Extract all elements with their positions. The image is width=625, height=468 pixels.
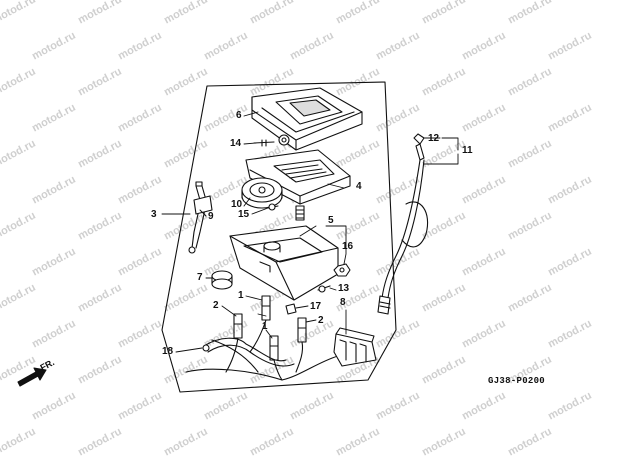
- wire-harness: [185, 319, 339, 381]
- callout-1a: 1: [238, 290, 244, 301]
- callout-10: 10: [231, 199, 243, 210]
- callout-16: 16: [342, 241, 354, 252]
- small-screw: [267, 203, 279, 211]
- diagram-code: GJ38-P0200: [488, 376, 546, 386]
- nut: [333, 263, 351, 277]
- callout-8: 8: [340, 297, 346, 308]
- speedometer-unit: [241, 177, 283, 209]
- leader-lines: [161, 111, 459, 353]
- callout-6: 6: [236, 110, 242, 121]
- callout-3: 3: [151, 209, 157, 220]
- callout-13: 13: [338, 283, 350, 294]
- callout-5: 5: [328, 215, 334, 226]
- fr-arrow: [17, 367, 47, 387]
- callout-9: 9: [208, 211, 214, 222]
- housing-screw: [317, 285, 331, 293]
- speedometer-cable: [377, 133, 428, 315]
- callout-15: 15: [238, 209, 250, 220]
- callout-12: 12: [428, 133, 440, 144]
- callout-14: 14: [230, 138, 242, 149]
- callout-2b: 2: [318, 315, 324, 326]
- grommet: [211, 270, 233, 290]
- meter-panel: [245, 149, 351, 205]
- callout-2a: 2: [213, 300, 219, 311]
- connector-block: [333, 327, 377, 367]
- indicator-harness: [188, 181, 213, 254]
- assembly-boundary: [161, 81, 397, 393]
- panel-spring-bolt: [295, 205, 305, 221]
- callout-18: 18: [162, 346, 174, 357]
- clip: [285, 303, 297, 315]
- meter-housing: [229, 225, 339, 301]
- case-screw: [253, 134, 290, 147]
- callout-17: 17: [310, 301, 322, 312]
- callout-11: 11: [462, 145, 473, 156]
- meter-case: [251, 87, 363, 151]
- callout-4: 4: [356, 181, 362, 192]
- callout-7: 7: [197, 272, 203, 283]
- callout-1b: 1: [262, 321, 268, 332]
- bulbs: [233, 295, 307, 361]
